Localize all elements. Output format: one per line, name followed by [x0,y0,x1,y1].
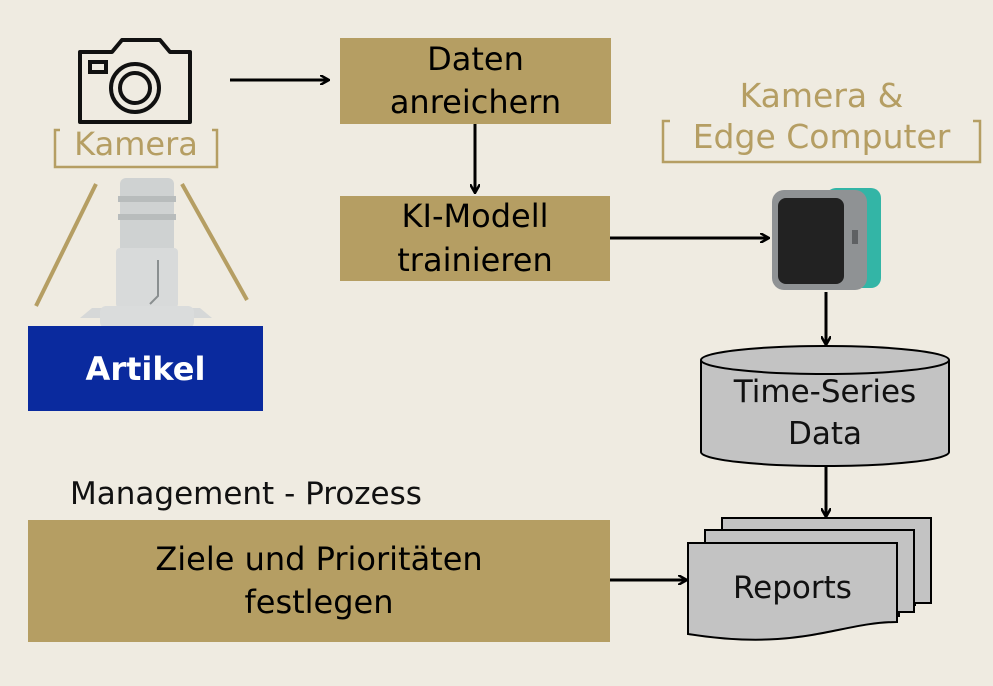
reports-documents [687,517,932,641]
step-enrich-box: Daten anreichern [340,38,611,124]
article-box: Artikel [28,326,263,411]
edge-label-line1: Kamera & [739,76,904,115]
database-label-line2: Data [787,415,863,452]
article-object [80,178,212,328]
article-label: Artikel [85,349,206,388]
database-label: Time-Series Data [701,372,949,456]
step-goals-line1: Ziele und Prioritäten [155,539,483,578]
step-train-line1: KI-Modell [401,197,549,236]
step-enrich-line2: anreichern [389,83,562,121]
management-title: Management - Prozess [70,476,422,512]
step-enrich-line1: Daten [427,39,524,78]
step-train-line2: trainieren [397,240,553,279]
camera-icon [78,38,192,124]
edge-label-line2: Edge Computer [692,117,951,157]
camera-label: Kamera [74,125,198,163]
view-line-right [180,183,249,301]
camera-label-bracket [53,128,219,169]
edge-label: Kamera & Edge Computer [663,75,980,158]
step-goals-box: Ziele und Prioritäten festlegen [28,520,610,642]
step-train-box: KI-Modell trainieren [340,196,610,281]
edge-label-bracket [661,119,982,164]
reports-label: Reports [733,570,852,606]
time-series-database [700,345,950,467]
database-label-line1: Time-Series [733,374,917,410]
edge-camera-device [772,188,881,290]
step-goals-line2: festlegen [244,583,394,621]
view-line-left [34,183,98,307]
